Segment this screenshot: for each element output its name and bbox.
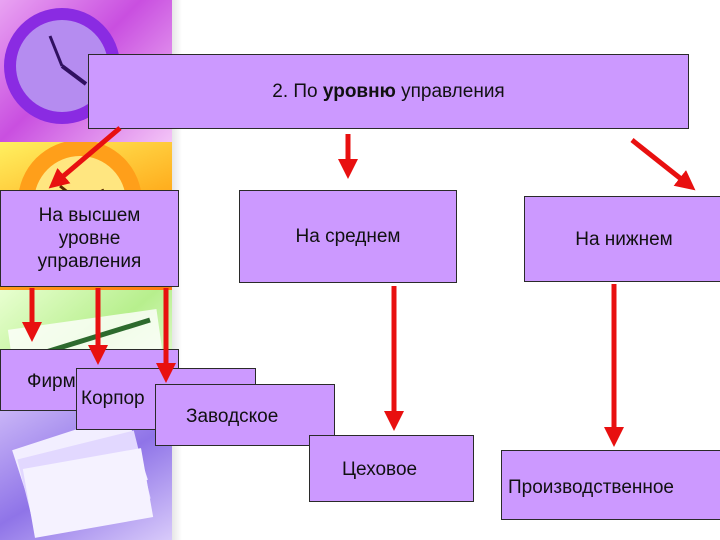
- root-title: 2. По уровню управления: [272, 81, 505, 102]
- level-low-label: На нижнем: [575, 228, 673, 250]
- unit-shop-label: Цеховое: [342, 459, 418, 480]
- unit-shop-box: Цеховое: [309, 435, 474, 502]
- unit-production-label: Производственное: [508, 477, 674, 498]
- root-box: 2. По уровню управления: [88, 54, 689, 129]
- level-middle-box: На среднем: [239, 190, 457, 283]
- arrow-root-to-low: [630, 138, 696, 191]
- unit-corp-label: Корпор: [81, 388, 145, 409]
- level-low-box: На нижнем: [524, 196, 720, 282]
- unit-firm-label: Фирм: [27, 371, 76, 392]
- level-middle-label: На среднем: [295, 226, 401, 247]
- unit-production-box: Производственное: [501, 450, 720, 520]
- level-high-label: На высшем уровне управления: [37, 205, 142, 272]
- unit-plant-box: Заводское: [155, 384, 335, 446]
- unit-plant-label: Заводское: [186, 406, 279, 427]
- document-stack-photo: [0, 410, 172, 540]
- level-high-box: На высшем уровне управления: [0, 190, 179, 287]
- arrow-root-to-high: [48, 126, 122, 189]
